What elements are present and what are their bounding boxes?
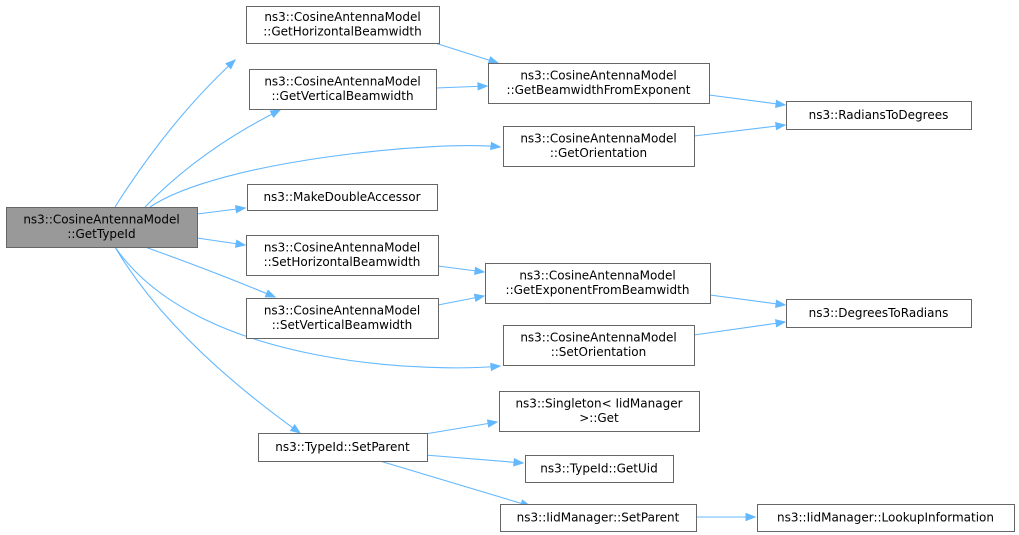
- node-label-root-line2: ::GetTypeId: [67, 227, 135, 241]
- node-svb[interactable]: ns3::CosineAntennaModel::SetVerticalBeam…: [246, 298, 439, 339]
- node-label-svb-line2: ::SetVerticalBeamwidth: [272, 318, 412, 332]
- arrowhead-gvb-to-gbfe: [477, 82, 489, 91]
- arrowhead-gefb-to-d2r: [775, 299, 787, 308]
- edge-gbfe-to-r2d: [708, 94, 786, 106]
- edge-root-to-ghb: [114, 59, 236, 208]
- edge-tsp-to-guid: [424, 454, 524, 464]
- node-tsp[interactable]: ns3::TypeId::SetParent: [258, 433, 428, 462]
- arrowhead-root-to-tsp: [289, 424, 302, 434]
- node-gefb[interactable]: ns3::CosineAntennaModel::GetExponentFrom…: [485, 263, 711, 304]
- node-box-d2r[interactable]: [786, 299, 972, 328]
- node-label-gefb-line1: ns3::CosineAntennaModel: [519, 269, 675, 283]
- node-label-ghb-line2: ::GetHorizontalBeamwidth: [263, 25, 421, 39]
- arrowhead-root-to-gor: [490, 141, 502, 151]
- node-box-gvb[interactable]: [249, 69, 437, 110]
- node-label-sing-line1: ns3::Singleton< IidManager: [515, 397, 682, 411]
- node-guid[interactable]: ns3::TypeId::GetUid: [525, 455, 674, 483]
- node-gvb[interactable]: ns3::CosineAntennaModel::GetVerticalBeam…: [249, 69, 437, 110]
- edge-root-to-tsp: [114, 246, 301, 434]
- edge-gefb-to-d2r: [709, 294, 786, 306]
- node-sor[interactable]: ns3::CosineAntennaModel::SetOrientation: [503, 325, 695, 366]
- node-label-gvb-line2: ::GetVerticalBeamwidth: [271, 89, 413, 103]
- node-label-isp-line1: ns3::IidManager::SetParent: [517, 510, 680, 524]
- node-r2d[interactable]: ns3::RadiansToDegrees: [786, 101, 972, 130]
- node-label-tsp-line1: ns3::TypeId::SetParent: [275, 440, 410, 454]
- arrowhead-tsp-to-guid: [513, 458, 525, 467]
- node-d2r[interactable]: ns3::DegreesToRadians: [786, 299, 972, 328]
- node-sing[interactable]: ns3::Singleton< IidManager>::Get: [499, 391, 700, 432]
- node-box-gefb[interactable]: [485, 263, 711, 304]
- node-box-lki[interactable]: [757, 504, 1015, 532]
- node-label-sor-line1: ns3::CosineAntennaModel: [520, 331, 676, 345]
- node-gor[interactable]: ns3::CosineAntennaModel::GetOrientation: [503, 126, 695, 167]
- arrowhead-gor-to-r2d: [775, 121, 787, 131]
- arrowhead-isp-to-lki: [745, 512, 757, 522]
- node-label-r2d-line1: ns3::RadiansToDegrees: [809, 108, 949, 122]
- arrowhead-root-to-svb: [264, 289, 277, 298]
- node-isp[interactable]: ns3::IidManager::SetParent: [500, 504, 697, 532]
- node-box-isp[interactable]: [500, 504, 697, 532]
- arrowhead-root-to-ghb: [225, 59, 237, 70]
- node-label-guid-line1: ns3::TypeId::GetUid: [540, 461, 658, 475]
- node-box-guid[interactable]: [525, 455, 674, 483]
- edge-ghb-to-gbfe: [434, 42, 499, 64]
- node-label-svb-line1: ns3::CosineAntennaModel: [264, 304, 420, 318]
- node-box-svb[interactable]: [246, 298, 439, 339]
- nodes-layer: ns3::CosineAntennaModel::GetTypeIdns3::C…: [6, 6, 1015, 532]
- node-ghb[interactable]: ns3::CosineAntennaModel::GetHorizontalBe…: [246, 6, 440, 44]
- node-root[interactable]: ns3::CosineAntennaModel::GetTypeId: [6, 207, 198, 248]
- edge-root-to-svb: [144, 246, 276, 298]
- arrowhead-tsp-to-sing: [486, 419, 499, 428]
- arrowhead-root-to-sor: [490, 362, 502, 372]
- edge-root-to-gvb: [144, 109, 281, 208]
- arrowhead-ghb-to-gbfe: [487, 56, 500, 65]
- node-label-gvb-line1: ns3::CosineAntennaModel: [264, 75, 420, 89]
- arrowhead-root-to-mda: [235, 204, 247, 214]
- edge-gor-to-r2d: [693, 124, 786, 137]
- node-label-d2r-line1: ns3::DegreesToRadians: [809, 306, 949, 320]
- node-label-sor-line2: ::SetOrientation: [551, 345, 647, 359]
- arrowhead-svb-to-gefb: [473, 293, 486, 302]
- node-gbfe[interactable]: ns3::CosineAntennaModel::GetBeamwidthFro…: [488, 63, 710, 104]
- node-lki[interactable]: ns3::IidManager::LookupInformation: [757, 504, 1015, 532]
- edge-root-to-sor: [114, 246, 501, 369]
- arrowhead-gbfe-to-r2d: [775, 99, 787, 108]
- edge-tsp-to-isp: [379, 460, 531, 507]
- node-box-ghb[interactable]: [246, 6, 440, 44]
- node-label-sing-line2: >::Get: [579, 411, 619, 425]
- node-box-sor[interactable]: [503, 325, 695, 366]
- node-box-r2d[interactable]: [786, 101, 972, 130]
- arrowhead-root-to-gvb: [269, 109, 282, 119]
- node-label-root-line1: ns3::CosineAntennaModel: [23, 213, 179, 227]
- node-label-mda-line1: ns3::MakeDoubleAccessor: [263, 190, 420, 204]
- node-label-lki-line1: ns3::IidManager::LookupInformation: [777, 510, 994, 524]
- edge-sor-to-d2r: [693, 321, 786, 336]
- node-label-ghb-line1: ns3::CosineAntennaModel: [264, 10, 420, 24]
- node-box-shb[interactable]: [246, 235, 439, 276]
- node-box-sing[interactable]: [499, 391, 700, 432]
- node-box-mda[interactable]: [247, 184, 438, 211]
- node-mda[interactable]: ns3::MakeDoubleAccessor: [247, 184, 438, 211]
- node-label-shb-line1: ns3::CosineAntennaModel: [264, 241, 420, 255]
- node-label-gor-line1: ns3::CosineAntennaModel: [520, 132, 676, 146]
- node-label-gor-line2: ::GetOrientation: [550, 146, 647, 160]
- node-box-gbfe[interactable]: [488, 63, 710, 104]
- node-label-gefb-line2: ::GetExponentFromBeamwidth: [506, 283, 690, 297]
- node-box-gor[interactable]: [503, 126, 695, 167]
- arrowhead-root-to-shb: [234, 239, 247, 248]
- node-box-tsp[interactable]: [258, 433, 428, 462]
- node-shb[interactable]: ns3::CosineAntennaModel::SetHorizontalBe…: [246, 235, 439, 276]
- edge-tsp-to-sing: [424, 421, 498, 435]
- arrowhead-sor-to-d2r: [774, 319, 787, 328]
- node-label-shb-line2: ::SetHorizontalBeamwidth: [264, 255, 421, 269]
- edge-root-to-gor: [149, 145, 501, 208]
- node-label-gbfe-line1: ns3::CosineAntennaModel: [520, 69, 676, 83]
- arrowhead-shb-to-gefb: [474, 266, 486, 275]
- node-label-gbfe-line2: ::GetBeamwidthFromExponent: [507, 83, 691, 97]
- node-box-root[interactable]: [6, 207, 198, 248]
